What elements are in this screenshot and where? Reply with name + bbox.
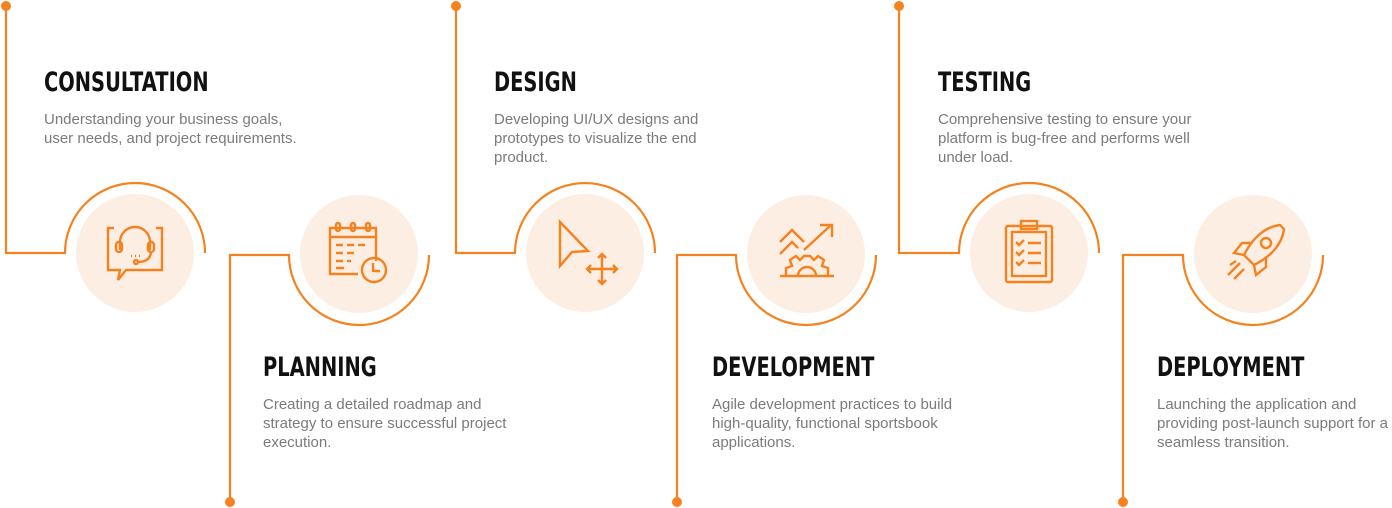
step-description: Launching the application and providing … (1157, 396, 1388, 451)
step-design: DESIGN Developing UI/UX designs and prot… (494, 68, 754, 167)
step-description: Comprehensive testing to ensure your pla… (938, 111, 1192, 166)
step-title: DESIGN (494, 67, 577, 98)
connector-line (1121, 253, 1325, 502)
connector-line (454, 6, 657, 255)
step-description: Creating a detailed roadmap and strategy… (263, 396, 507, 451)
step-title: TESTING (938, 67, 1032, 98)
step-testing: TESTING Comprehensive testing to ensure … (938, 68, 1198, 167)
step-consultation: CONSULTATION Understanding your business… (44, 68, 304, 148)
icon-circle (1194, 195, 1312, 313)
headset-chat-icon (106, 225, 164, 281)
cursor-move-icon (558, 219, 619, 286)
rocket-icon (1227, 223, 1286, 280)
step-title: DEVELOPMENT (712, 352, 875, 383)
step-description: Developing UI/UX designs and prototypes … (494, 111, 699, 166)
calendar-clock-icon (328, 221, 388, 284)
step-planning: PLANNING Creating a detailed roadmap and… (263, 353, 523, 452)
connector-line (897, 6, 1101, 255)
connector-line (4, 6, 207, 255)
step-deployment: DEPLOYMENT Launching the application and… (1157, 353, 1392, 452)
connector-line (675, 253, 878, 502)
step-title: CONSULTATION (44, 67, 209, 98)
step-title: PLANNING (263, 352, 377, 383)
icon-circle (747, 195, 865, 313)
gear-growth-icon (779, 223, 834, 278)
icon-circle (300, 195, 418, 313)
checklist-clipboard-icon (1004, 219, 1054, 284)
step-title: DEPLOYMENT (1157, 352, 1305, 383)
connector-line (228, 253, 431, 502)
icon-circle (526, 194, 644, 312)
step-description: Agile development practices to build hig… (712, 396, 953, 451)
step-development: DEVELOPMENT Agile development practices … (712, 353, 972, 452)
icon-circle (76, 194, 194, 312)
step-description: Understanding your business goals, user … (44, 111, 297, 147)
